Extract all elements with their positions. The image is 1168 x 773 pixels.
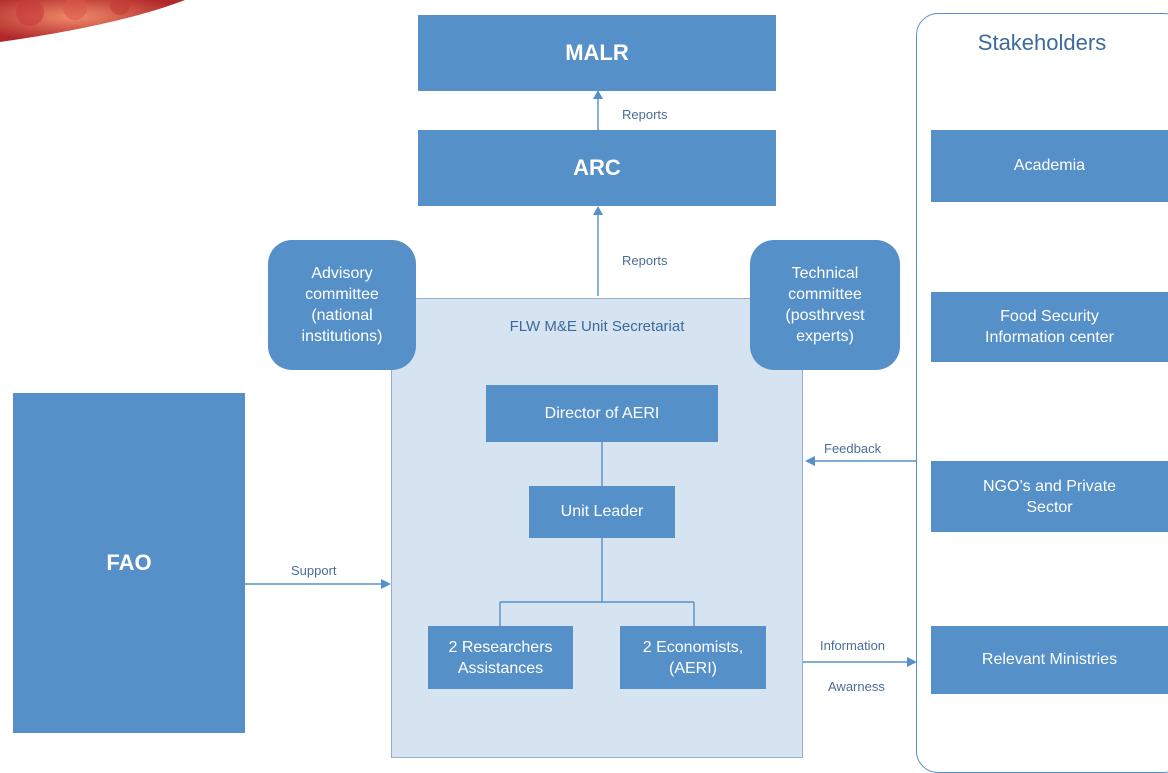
feedback-label: Feedback: [824, 441, 882, 456]
technical-committee-box: Technical committee (posthrvest experts): [750, 240, 900, 370]
reports-label-arc: Reports: [622, 253, 668, 268]
arc-box: ARC: [418, 130, 776, 206]
stakeholder-food-security: Food Security Information center: [931, 292, 1168, 362]
corner-photo-decoration: [0, 0, 185, 42]
secretariat-title: FLW M&E Unit Secretariat: [509, 318, 685, 335]
malr-box: MALR: [418, 15, 776, 91]
support-label: Support: [291, 563, 337, 578]
director-box: Director of AERI: [486, 385, 718, 442]
economists-box: 2 Economists, (AERI): [620, 626, 766, 689]
stakeholders-title: Stakeholders: [977, 30, 1107, 55]
reports-label-malr: Reports: [622, 107, 668, 122]
advisory-committee-box: Advisory committee (national institution…: [268, 240, 416, 370]
awareness-label: Awarness: [828, 679, 885, 694]
stakeholder-ngo-private: NGO’s and Private Sector: [931, 461, 1168, 532]
connector-lines: [245, 90, 917, 667]
information-label: Information: [820, 638, 886, 653]
stakeholder-academia: Academia: [931, 130, 1168, 202]
stakeholder-ministries: Relevant Ministries: [931, 626, 1168, 694]
researchers-box: 2 Researchers Assistances: [428, 626, 573, 689]
fao-box: FAO: [13, 393, 245, 733]
unit-leader-box: Unit Leader: [529, 486, 675, 538]
